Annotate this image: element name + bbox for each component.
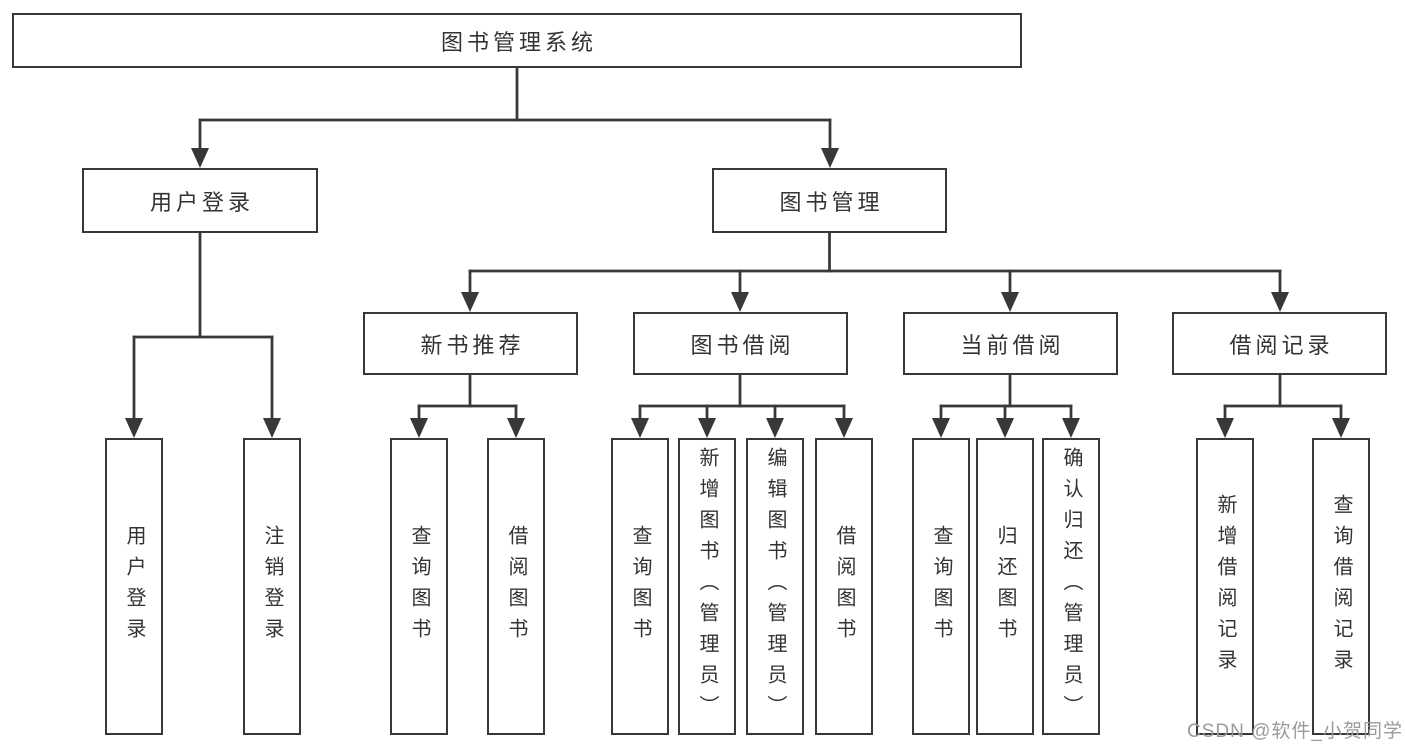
node-book-management: 图书管理 bbox=[712, 168, 947, 233]
node-new-book-recommend-label: 新书推荐 bbox=[420, 332, 525, 358]
leaf-borrow-books-recommend-label: 借阅图书 bbox=[505, 524, 527, 649]
leaf-query-books-current: 查询图书 bbox=[912, 438, 970, 735]
leaf-logout-label: 注销登录 bbox=[261, 524, 283, 649]
node-root: 图书管理系统 bbox=[12, 13, 1022, 68]
leaf-query-books-recommend-label: 查询图书 bbox=[408, 524, 430, 649]
leaf-return-books-label: 归还图书 bbox=[994, 524, 1016, 649]
node-current-borrowing: 当前借阅 bbox=[903, 312, 1118, 375]
node-new-book-recommend: 新书推荐 bbox=[363, 312, 578, 375]
node-book-management-label: 图书管理 bbox=[779, 189, 884, 215]
leaf-logout: 注销登录 bbox=[243, 438, 301, 735]
leaf-add-borrow-record: 新增借阅记录 bbox=[1196, 438, 1254, 735]
node-current-borrowing-label: 当前借阅 bbox=[960, 332, 1065, 358]
leaf-user-login-label: 用户登录 bbox=[123, 524, 145, 649]
leaf-add-books-admin-label: 新增图书（管理员） bbox=[696, 447, 718, 726]
leaf-borrow-books-borrowing: 借阅图书 bbox=[815, 438, 873, 735]
leaf-query-books-borrowing-label: 查询图书 bbox=[629, 524, 651, 649]
node-root-label: 图书管理系统 bbox=[440, 29, 597, 55]
node-user-login-label: 用户登录 bbox=[149, 189, 254, 215]
leaf-confirm-return-admin: 确认归还（管理员） bbox=[1042, 438, 1100, 735]
node-book-borrowing-label: 图书借阅 bbox=[690, 332, 795, 358]
leaf-return-books: 归还图书 bbox=[976, 438, 1034, 735]
watermark: CSDN @软件_小贺同学 bbox=[1187, 721, 1403, 742]
leaf-add-books-admin: 新增图书（管理员） bbox=[678, 438, 736, 735]
leaf-query-borrow-record: 查询借阅记录 bbox=[1312, 438, 1370, 735]
node-user-login: 用户登录 bbox=[82, 168, 318, 233]
node-borrowing-records-label: 借阅记录 bbox=[1229, 332, 1334, 358]
leaf-borrow-books-recommend: 借阅图书 bbox=[487, 438, 545, 735]
leaf-confirm-return-admin-label: 确认归还（管理员） bbox=[1060, 447, 1082, 726]
node-borrowing-records: 借阅记录 bbox=[1172, 312, 1387, 375]
leaf-edit-books-admin: 编辑图书（管理员） bbox=[746, 438, 804, 735]
node-book-borrowing: 图书借阅 bbox=[633, 312, 848, 375]
leaf-edit-books-admin-label: 编辑图书（管理员） bbox=[764, 447, 786, 726]
leaf-user-login: 用户登录 bbox=[105, 438, 163, 735]
leaf-borrow-books-borrowing-label: 借阅图书 bbox=[833, 524, 855, 649]
leaf-query-books-current-label: 查询图书 bbox=[930, 524, 952, 649]
leaf-query-borrow-record-label: 查询借阅记录 bbox=[1330, 493, 1352, 680]
leaf-query-books-recommend: 查询图书 bbox=[390, 438, 448, 735]
leaf-query-books-borrowing: 查询图书 bbox=[611, 438, 669, 735]
leaf-add-borrow-record-label: 新增借阅记录 bbox=[1214, 493, 1236, 680]
